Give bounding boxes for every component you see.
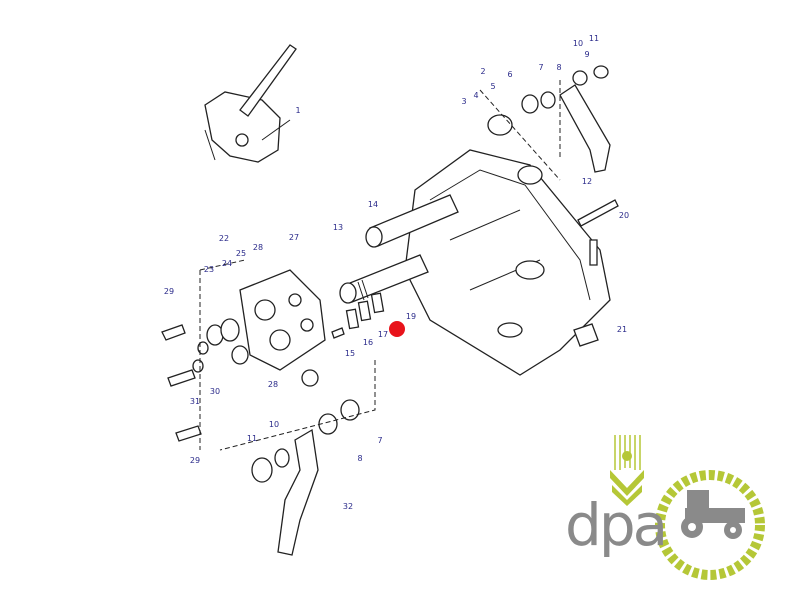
right-lift-arm (487, 65, 611, 185)
part-label-12: 12 (582, 177, 592, 186)
part-label-7: 7 (377, 436, 382, 445)
part-label-7: 7 (538, 63, 543, 72)
part-label-8: 8 (357, 454, 362, 463)
wheat-icon (610, 435, 644, 506)
part-label-27: 27 (289, 233, 299, 242)
part-label-13: 13 (333, 223, 343, 232)
part-label-10: 10 (269, 420, 279, 429)
part-label-6: 6 (507, 70, 512, 79)
side-cover (239, 269, 326, 371)
part-label-28: 28 (268, 380, 278, 389)
left-lift-arm (251, 399, 360, 556)
part-label-22: 22 (219, 234, 229, 243)
part-label-16: 16 (363, 338, 373, 347)
lock-plates (331, 292, 385, 339)
part-label-2: 2 (480, 67, 485, 76)
part-label-29: 29 (190, 456, 200, 465)
part-label-15: 15 (345, 349, 355, 358)
part-label-30: 30 (210, 387, 220, 396)
part-label-28: 28 (253, 243, 263, 252)
assembly-guide-lines (199, 80, 561, 451)
lift-cover-housing (404, 149, 611, 376)
bushings (197, 318, 319, 387)
part-label-9: 9 (584, 50, 589, 59)
part-label-3: 3 (461, 97, 466, 106)
part-label-11: 11 (247, 434, 257, 443)
part-label-10: 10 (573, 39, 583, 48)
part-label-5: 5 (490, 82, 495, 91)
part-label-19: 19 (406, 312, 416, 321)
part-label-11: 11 (589, 34, 599, 43)
part-label-8: 8 (556, 63, 561, 72)
part-label-20: 20 (619, 211, 629, 220)
part-label-23: 23 (204, 265, 214, 274)
shafts (339, 194, 459, 304)
part-label-24: 24 (222, 259, 232, 268)
part-label-31: 31 (190, 397, 200, 406)
part-label-25: 25 (236, 249, 246, 258)
part-label-4: 4 (473, 91, 478, 100)
part-label-32: 32 (343, 502, 353, 511)
part-label-14: 14 (368, 200, 378, 209)
dpa-logo: dpa (565, 435, 765, 580)
part-label-21: 21 (617, 325, 627, 334)
logo-text: dpa (565, 491, 665, 559)
part-label-1: 1 (295, 106, 300, 115)
tractor-icon (681, 490, 745, 539)
highlight-marker[interactable] (389, 321, 405, 337)
part-label-29: 29 (164, 287, 174, 296)
gear-ring-icon (655, 470, 765, 580)
part-label-17: 17 (378, 330, 388, 339)
control-valve-assembly (204, 44, 297, 163)
bolts (161, 199, 619, 442)
